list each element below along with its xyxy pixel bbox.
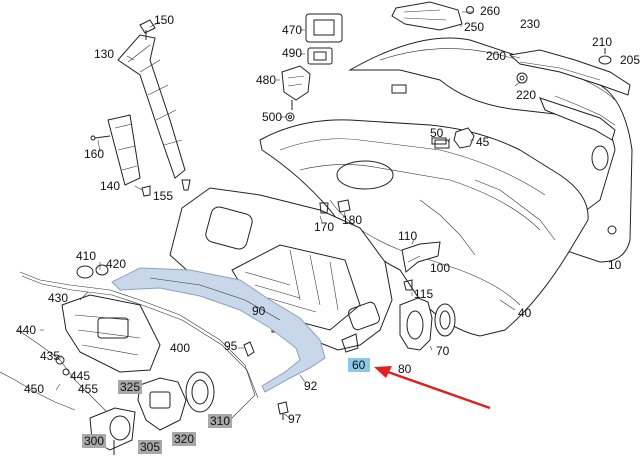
label-40[interactable]: 40 [518, 306, 532, 320]
trim-strip-part[interactable] [508, 49, 631, 141]
label-445[interactable]: 445 [70, 369, 90, 383]
label-160[interactable]: 160 [84, 147, 104, 161]
clip-95-part[interactable] [243, 341, 255, 357]
label-180[interactable]: 180 [342, 213, 362, 227]
part-number-labels: 10 40 45 50 60 70 80 90 92 95 97 100 110… [16, 4, 640, 454]
label-90[interactable]: 90 [252, 304, 266, 318]
label-450[interactable]: 450 [24, 382, 44, 396]
clip-180-part[interactable] [337, 199, 351, 213]
cable-440-450-part[interactable] [0, 329, 111, 416]
label-210[interactable]: 210 [592, 35, 612, 49]
label-300[interactable]: 300 [84, 434, 104, 448]
label-170[interactable]: 170 [314, 220, 334, 234]
nut-500-part[interactable] [285, 112, 295, 122]
holder-480-part[interactable] [281, 65, 311, 110]
label-50[interactable]: 50 [430, 126, 444, 140]
fastener-parts-top-right[interactable] [516, 48, 612, 84]
label-92[interactable]: 92 [304, 379, 318, 393]
label-80[interactable]: 80 [398, 362, 412, 376]
label-140[interactable]: 140 [100, 179, 120, 193]
housing-70-part[interactable] [399, 297, 456, 351]
label-490[interactable]: 490 [282, 46, 302, 60]
grey-highlight-325 [118, 380, 142, 394]
label-455[interactable]: 455 [78, 382, 98, 396]
label-220[interactable]: 220 [516, 88, 536, 102]
clip-150-part[interactable] [139, 19, 156, 40]
label-10[interactable]: 10 [608, 258, 622, 272]
label-100[interactable]: 100 [430, 261, 450, 275]
label-250[interactable]: 250 [464, 20, 484, 34]
label-155[interactable]: 155 [153, 189, 173, 203]
clip-115-part[interactable] [403, 279, 413, 291]
clip-97-part[interactable] [277, 401, 289, 420]
label-410[interactable]: 410 [76, 249, 96, 263]
bracket-60-part[interactable] [341, 333, 359, 353]
label-205[interactable]: 205 [620, 53, 640, 67]
bracket-250-part[interactable] [391, 1, 463, 31]
bolt-160-part[interactable] [90, 135, 111, 141]
grey-highlight-310 [208, 414, 232, 428]
label-435[interactable]: 435 [40, 349, 60, 363]
label-60[interactable]: 60 [352, 358, 366, 372]
nut-260-part[interactable] [466, 6, 474, 14]
ring-320-part[interactable] [185, 371, 215, 413]
label-310[interactable]: 310 [210, 414, 230, 428]
label-320[interactable]: 320 [174, 432, 194, 446]
sensor-410-part[interactable] [76, 264, 109, 279]
wiring-400-part[interactable] [19, 271, 259, 421]
label-480[interactable]: 480 [256, 73, 276, 87]
label-130[interactable]: 130 [94, 47, 114, 61]
label-430[interactable]: 430 [48, 291, 68, 305]
label-70[interactable]: 70 [436, 344, 450, 358]
clip-50-part[interactable] [431, 137, 447, 145]
label-95[interactable]: 95 [224, 339, 238, 353]
harness-430-part[interactable] [61, 294, 161, 373]
clip-155-part[interactable] [141, 179, 191, 197]
label-97[interactable]: 97 [288, 412, 302, 426]
label-200[interactable]: 200 [486, 49, 506, 63]
clip-170-part[interactable] [319, 202, 329, 214]
red-pointer-arrow [374, 366, 491, 410]
label-500[interactable]: 500 [262, 110, 282, 124]
label-45[interactable]: 45 [476, 135, 490, 149]
grey-highlight-305 [138, 440, 162, 454]
bracket-45-part[interactable] [453, 127, 475, 149]
label-400[interactable]: 400 [170, 341, 190, 355]
deflector-panel-part[interactable] [111, 267, 326, 393]
grey-highlight-300 [82, 434, 106, 448]
selected-part-highlight [348, 358, 370, 372]
label-420[interactable]: 420 [106, 257, 126, 271]
label-260[interactable]: 260 [480, 4, 500, 18]
label-470[interactable]: 470 [282, 23, 302, 37]
label-230[interactable]: 230 [520, 17, 540, 31]
bracket-100-part[interactable] [401, 241, 441, 273]
label-150[interactable]: 150 [154, 13, 174, 27]
label-305[interactable]: 305 [140, 440, 160, 454]
bracket-325-part[interactable] [137, 377, 187, 431]
bumper-cover-part[interactable] [259, 37, 633, 337]
grey-highlight-320 [172, 432, 196, 446]
leader-lines [40, 11, 521, 419]
label-110[interactable]: 110 [398, 229, 417, 243]
bracket-470-part[interactable] [305, 13, 343, 43]
label-115[interactable]: 115 [414, 287, 433, 301]
sensor-490-part[interactable] [307, 47, 333, 65]
label-440[interactable]: 440 [16, 323, 36, 337]
bracket-left-part[interactable] [107, 34, 186, 186]
label-325[interactable]: 325 [120, 380, 140, 394]
